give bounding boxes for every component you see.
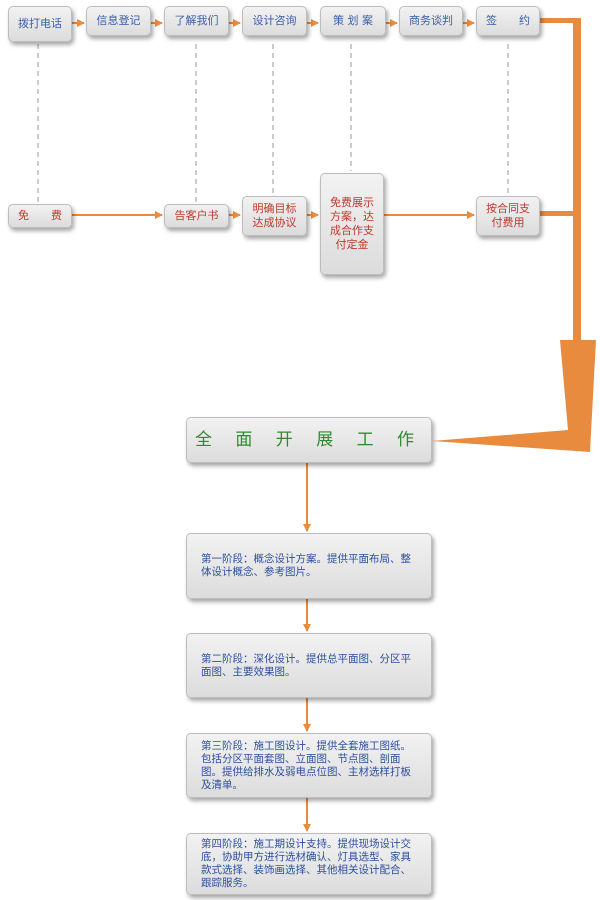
step-pay-button[interactable]: 按合同支付费用: [476, 196, 540, 236]
step-sign-label: 签 约: [486, 14, 530, 27]
step-consult-button[interactable]: 设计咨询: [242, 6, 307, 36]
step-call-label: 拨打电话: [18, 17, 62, 30]
big-arrow-to-main: [432, 340, 596, 452]
stage-4-label: 第四阶段：: [201, 838, 254, 850]
stage-3-box[interactable]: 第三阶段：施工图设计。提供全套施工图纸。包括分区平面套图、立面图、节点图、剖面图…: [186, 733, 432, 798]
bracket-vertical-bar: [573, 18, 581, 343]
stage-1-label: 第一阶段：: [201, 553, 254, 565]
stage-4-text: 第四阶段：施工期设计支持。提供现场设计交底，协助甲方进行选材确认、灯具选型、家具…: [201, 838, 417, 890]
stage-2-text: 第二阶段：深化设计。提供总平面图、分区平面图、主要效果图。: [201, 653, 417, 679]
step-register-label: 信息登记: [96, 14, 141, 27]
stage-1-box[interactable]: 第一阶段：概念设计方案。提供平面布局、整体设计概念、参考图片。: [186, 533, 432, 599]
stage-2-desc: 深化设计。提供总平面图、分区平面图、主要效果图。: [201, 652, 411, 678]
step-negotiate-label: 商务谈判: [409, 14, 453, 27]
step-negotiate-button[interactable]: 商务谈判: [399, 6, 463, 36]
step-consult-label: 设计咨询: [252, 14, 297, 27]
step-plan-label: 策 划 案: [333, 14, 373, 27]
bracket-bottom-bar: [540, 211, 580, 216]
stage-3-text: 第三阶段：施工图设计。提供全套施工图纸。包括分区平面套图、立面图、节点图、剖面图…: [201, 740, 417, 792]
step-know-us-button[interactable]: 了解我们: [164, 6, 229, 36]
stage-4-box[interactable]: 第四阶段：施工期设计支持。提供现场设计交底，协助甲方进行选材确认、灯具选型、家具…: [186, 833, 432, 895]
stage-2-box[interactable]: 第二阶段：深化设计。提供总平面图、分区平面图、主要效果图。: [186, 633, 432, 698]
step-notice-label: 告客户书: [174, 209, 219, 222]
stage-1-desc: 概念设计方案。提供平面布局、整体设计概念、参考图片。: [201, 553, 411, 578]
stage-1-text: 第一阶段：概念设计方案。提供平面布局、整体设计概念、参考图片。: [201, 553, 417, 579]
step-free-button[interactable]: 免 费: [8, 204, 72, 228]
step-call-button[interactable]: 拨打电话: [8, 6, 72, 42]
stage-3-label: 第三阶段：: [201, 739, 254, 752]
bracket-top-bar: [540, 18, 580, 23]
step-goal-button[interactable]: 明确目标达成协议: [242, 196, 307, 236]
stage-2-label: 第二阶段：: [201, 652, 254, 665]
step-free-label: 免 费: [18, 209, 62, 222]
step-sign-button[interactable]: 签 约: [476, 6, 540, 36]
step-show-plan-label: 免费展示方案，达成合作支付定金: [330, 196, 374, 251]
step-plan-button[interactable]: 策 划 案: [320, 6, 386, 36]
step-goal-label: 明确目标达成协议: [252, 202, 297, 229]
step-show-plan-button[interactable]: 免费展示方案，达成合作支付定金: [320, 173, 384, 275]
stage-4-desc: 施工期设计支持。提供现场设计交底，协助甲方进行选材确认、灯具选型、家具款式选择、…: [201, 838, 411, 889]
step-pay-label: 按合同支付费用: [486, 202, 530, 229]
main-work-button[interactable]: 全 面 开 展 工 作: [186, 417, 432, 463]
stage-3-desc: 施工图设计。提供全套施工图纸。包括分区平面套图、立面图、节点图、剖面图。提供给排…: [201, 739, 411, 791]
main-work-label: 全 面 开 展 工 作: [194, 430, 424, 450]
step-register-button[interactable]: 信息登记: [86, 6, 151, 36]
step-know-us-label: 了解我们: [174, 14, 219, 27]
step-notice-button[interactable]: 告客户书: [164, 204, 229, 228]
